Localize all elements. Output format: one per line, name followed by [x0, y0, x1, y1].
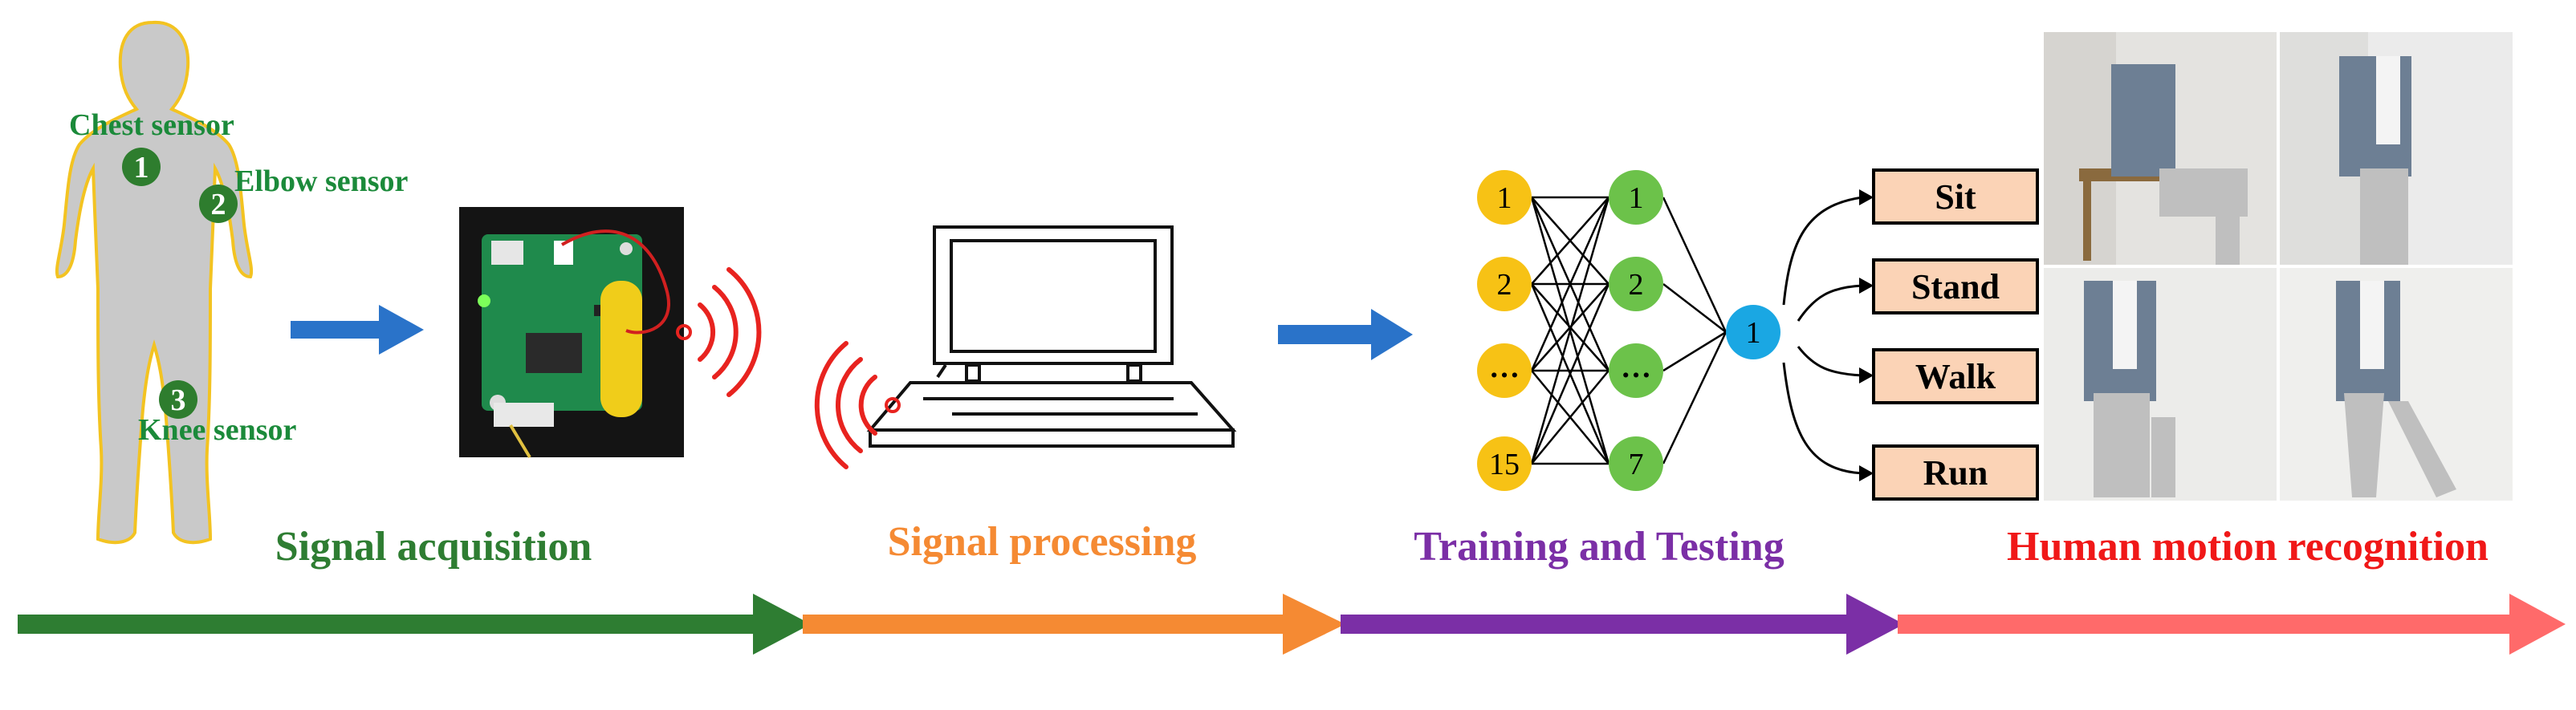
stage-label-recognition: Human motion recognition [2007, 524, 2489, 570]
output-layer: 1 [1726, 305, 1780, 359]
hidden-node-4-label: 7 [1629, 448, 1644, 481]
wifi-signal-icon-board [676, 267, 762, 397]
sensor-board-photo [459, 207, 684, 459]
timeline-segment-processing [803, 594, 1345, 655]
class-label-stand: Stand [1911, 267, 2000, 306]
output-node-1 [1726, 305, 1780, 359]
class-label-run: Run [1923, 453, 1988, 493]
network-connections [1530, 196, 1728, 465]
timeline-bar [18, 594, 2566, 655]
chest-sensor-marker: 1 [122, 148, 161, 186]
flow-arrow-1 [291, 305, 424, 355]
flow-arrow-2 [1278, 309, 1413, 360]
hidden-node-3-label: … [1621, 351, 1651, 384]
timeline-segment-training [1341, 594, 1904, 655]
class-box-walk [1872, 348, 2039, 404]
stage-label-training: Training and Testing [1414, 524, 1784, 570]
connection-edge-17 [1662, 283, 1727, 333]
wifi-signal-icon-laptop [814, 341, 901, 469]
hidden-node-3 [1609, 343, 1663, 398]
elbow-sensor-label: Elbow sensor [234, 164, 409, 198]
hidden-node-2 [1609, 257, 1663, 311]
human-silhouette [55, 20, 254, 545]
photo-run [2280, 268, 2513, 501]
input-node-3 [1477, 343, 1532, 398]
class-arrows [1782, 196, 1863, 475]
knee-sensor-label: Knee sensor [138, 413, 297, 447]
hidden-node-1 [1609, 170, 1663, 225]
elbow-sensor-marker: 2 [199, 185, 238, 223]
hidden-node-1-label: 1 [1629, 181, 1644, 215]
human-silhouette-group [55, 20, 254, 545]
input-layer: 1 2 … 15 [1477, 170, 1532, 491]
output-node-1-label: 1 [1746, 316, 1761, 350]
input-node-1 [1477, 170, 1532, 225]
connection-edge-4 [1531, 197, 1609, 285]
hidden-node-4 [1609, 436, 1663, 491]
motion-photo-grid [2044, 32, 2513, 501]
class-box-stand [1872, 258, 2039, 314]
class-box-sit [1872, 168, 2039, 225]
connection-edge-19 [1662, 331, 1728, 465]
connection-edge-12 [1530, 197, 1610, 465]
timeline-segment-recognition [1898, 594, 2566, 655]
class-box-run [1872, 444, 2039, 501]
input-node-3-label: … [1489, 351, 1520, 384]
input-node-2 [1477, 257, 1532, 311]
stage-label-acquisition: Signal acquisition [275, 524, 592, 570]
knee-sensor-marker: 3 [159, 380, 197, 419]
elbow-sensor-number: 2 [211, 188, 226, 221]
timeline-segment-acquisition [18, 594, 811, 655]
knee-sensor-number: 3 [171, 383, 186, 417]
input-node-2-label: 2 [1497, 268, 1512, 302]
chest-sensor-number: 1 [134, 151, 149, 185]
input-node-1-label: 1 [1497, 181, 1512, 215]
class-label-sit: Sit [1935, 177, 1976, 217]
hidden-layer: 1 2 … 7 [1609, 170, 1663, 491]
photo-stand [2280, 32, 2513, 265]
photo-walk [2044, 268, 2277, 501]
chest-sensor-label: Chest sensor [69, 108, 234, 142]
class-arrowheads [1859, 189, 1874, 481]
hidden-node-2-label: 2 [1629, 268, 1644, 302]
laptop-icon [866, 225, 1237, 448]
photo-sit [2044, 32, 2277, 265]
class-boxes: Sit Stand Walk Run [1872, 168, 2039, 501]
input-node-4 [1477, 436, 1532, 491]
stage-label-processing: Signal processing [888, 519, 1197, 565]
connection-edge-13 [1530, 283, 1610, 465]
connection-edge-18 [1662, 331, 1727, 372]
input-node-4-label: 15 [1489, 448, 1520, 481]
connection-edge-8 [1530, 197, 1610, 371]
class-label-walk: Walk [1915, 357, 1996, 396]
connection-edge-14 [1531, 370, 1609, 465]
connection-edge-16 [1662, 197, 1728, 333]
